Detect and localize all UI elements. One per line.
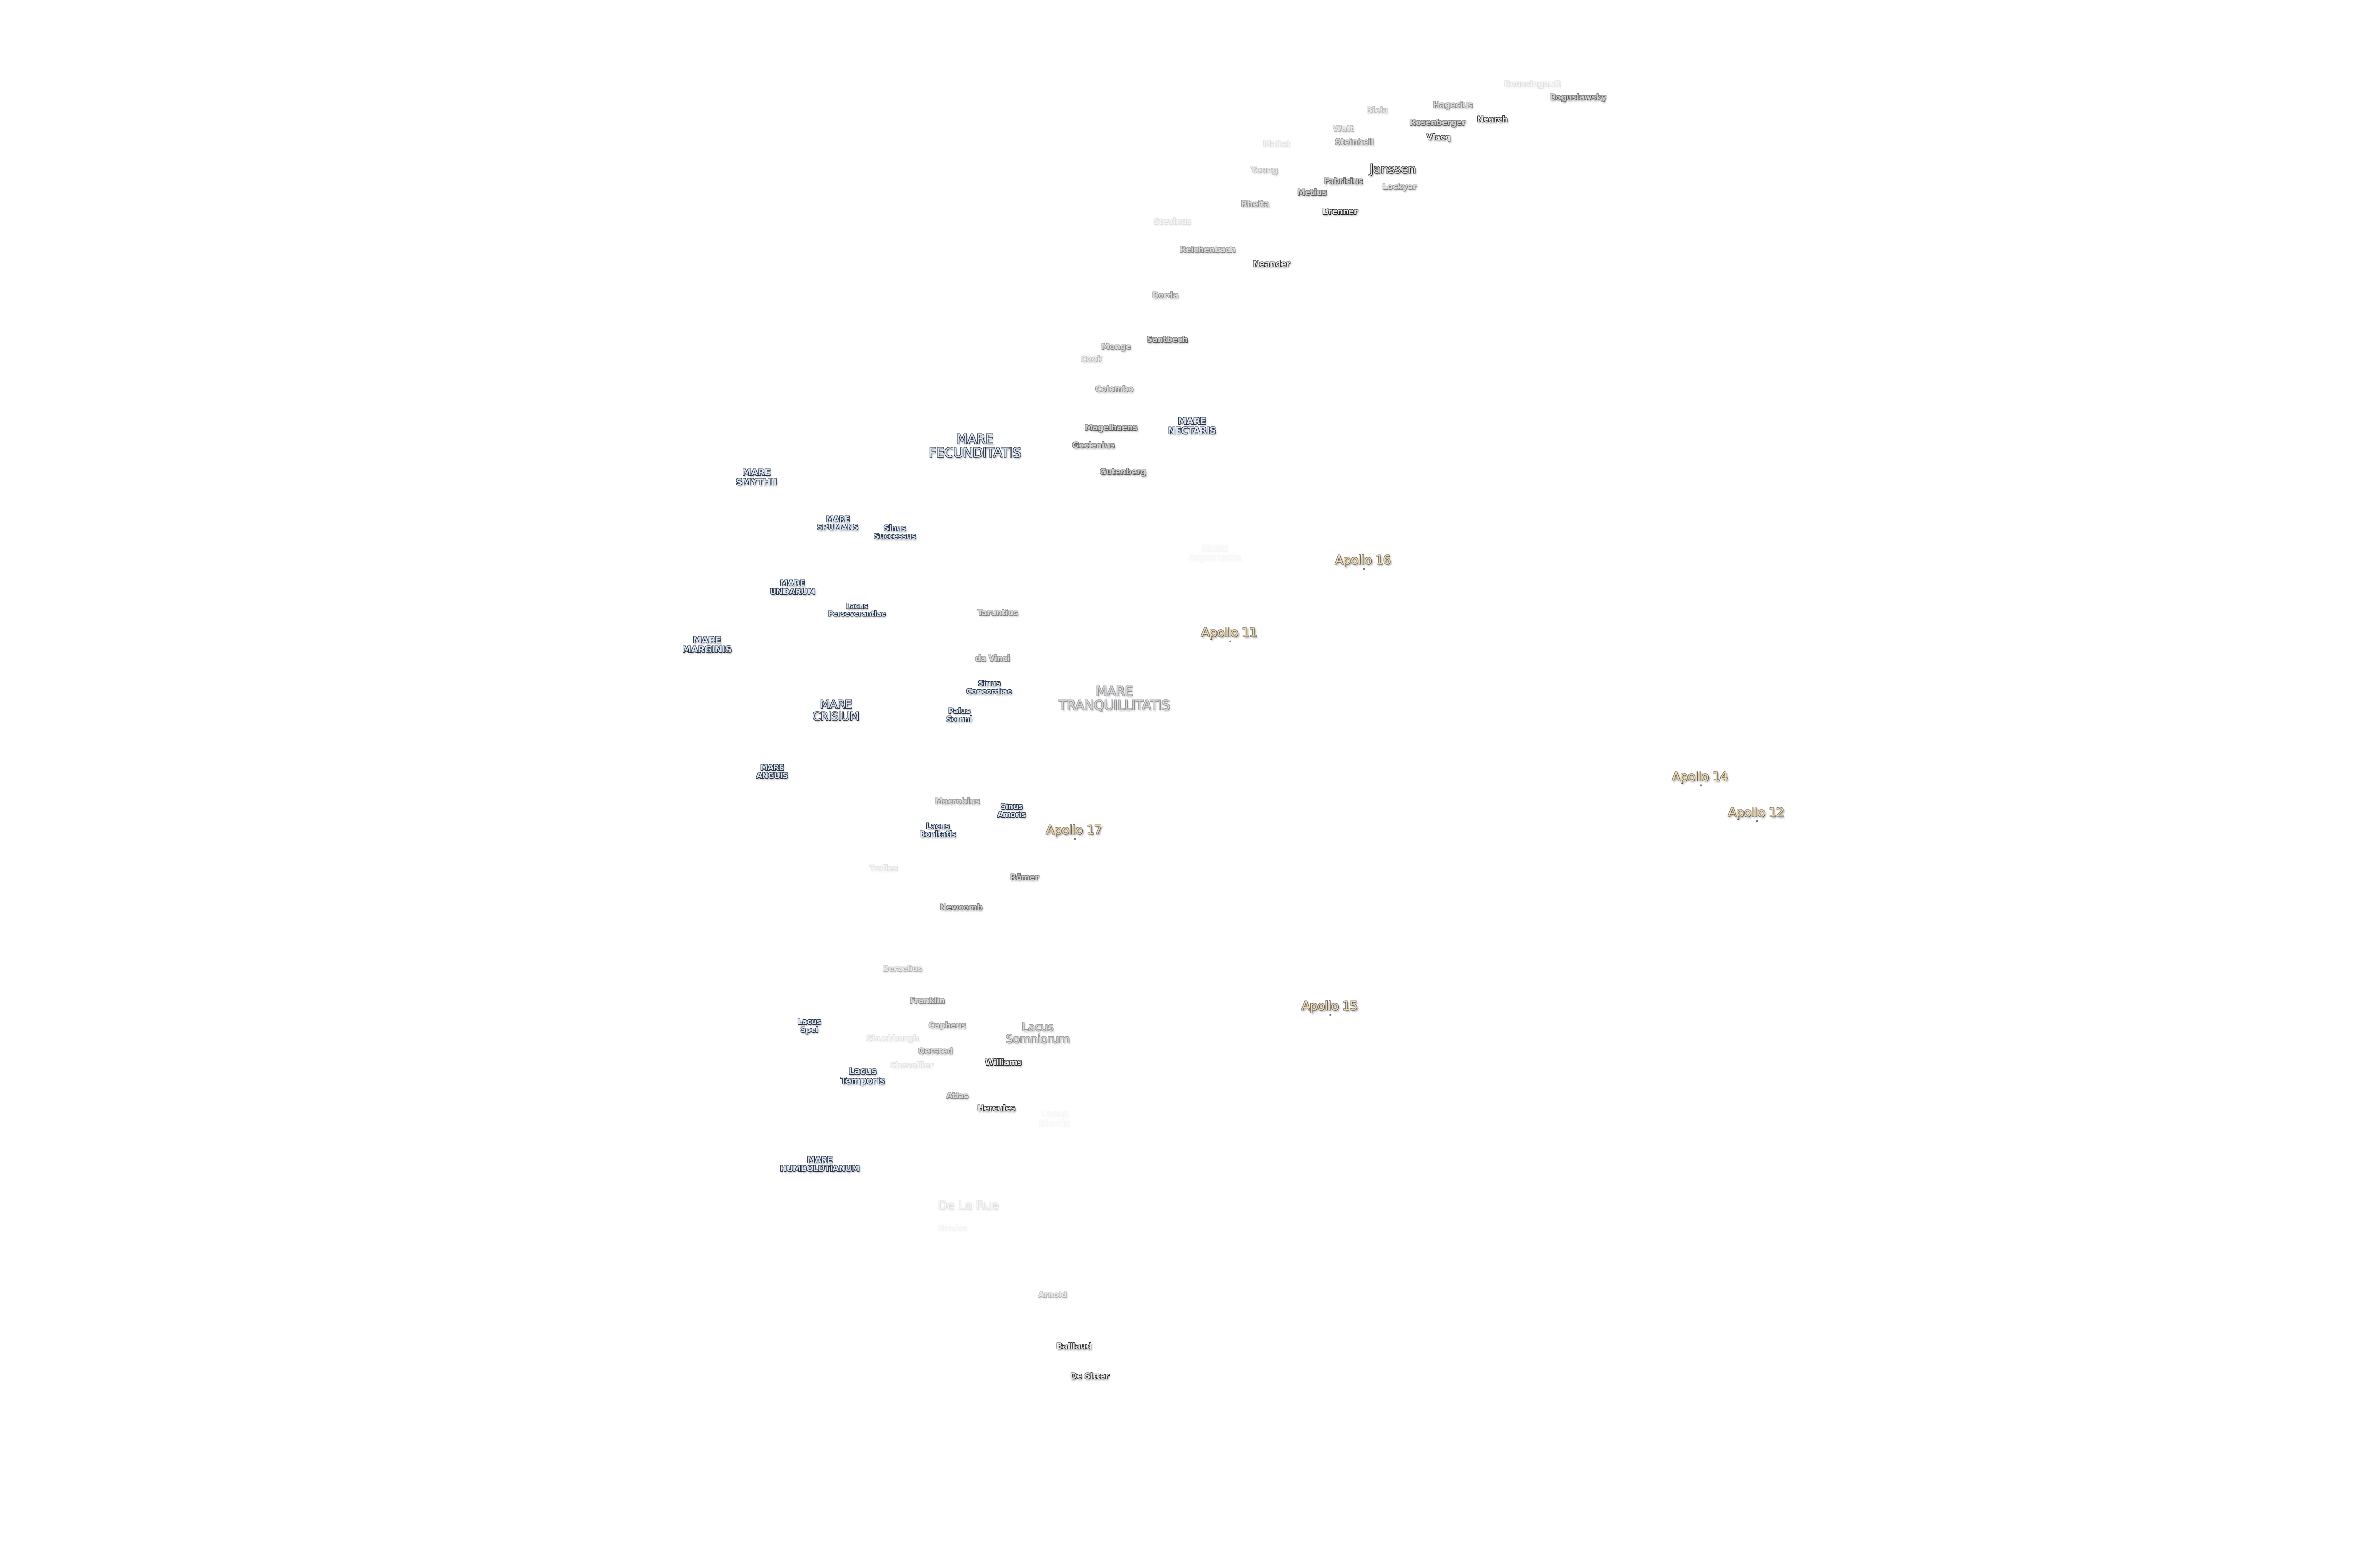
mare-label[interactable]: MARE SMYTHII — [736, 467, 777, 487]
crater-label[interactable]: Cook — [1081, 355, 1102, 365]
apollo-site-label[interactable]: Apollo 12 — [1728, 805, 1784, 822]
crater-label[interactable]: Mallet — [1263, 139, 1290, 149]
crater-label[interactable]: da Vinci — [975, 654, 1010, 664]
crater-label[interactable]: Macrobius — [934, 797, 980, 807]
crater-label[interactable]: Baillaud — [1056, 1342, 1091, 1352]
crater-label[interactable]: Chevallier — [890, 1061, 933, 1071]
crater-label[interactable]: Rheita — [1241, 199, 1269, 209]
crater-label[interactable]: Williams — [985, 1058, 1022, 1068]
crater-label[interactable]: Young — [1250, 166, 1278, 176]
crater-label[interactable]: Oersted — [918, 1047, 953, 1057]
crater-label[interactable]: Newcomb — [940, 903, 982, 913]
crater-label[interactable]: Hercules — [977, 1104, 1015, 1114]
mare-label[interactable]: Lacus Temporis — [840, 1066, 885, 1086]
landing-site-marker-icon — [1229, 640, 1231, 642]
crater-label[interactable]: Shuckburgh — [866, 1034, 919, 1044]
apollo-site-label[interactable]: Apollo 11 — [1201, 625, 1257, 642]
crater-label[interactable]: Römer — [1010, 873, 1039, 883]
landing-site-marker-icon — [1363, 568, 1365, 570]
mare-label[interactable]: MARE ANGUIS — [756, 763, 788, 780]
crater-label[interactable]: Brenner — [1322, 207, 1358, 217]
crater-label[interactable]: Atlas — [946, 1091, 969, 1101]
apollo-site-label[interactable]: Apollo 15 — [1301, 999, 1358, 1016]
crater-label[interactable]: Franklin — [910, 996, 945, 1006]
crater-label[interactable]: Capheus — [928, 1021, 966, 1031]
apollo-site-name: Apollo 11 — [1201, 625, 1257, 640]
crater-label[interactable]: Reichenbach — [1180, 245, 1236, 255]
mare-label[interactable]: MARE MARGINIS — [682, 635, 732, 655]
apollo-site-label[interactable]: Apollo 14 — [1672, 770, 1728, 787]
crater-label[interactable]: Gutenberg — [1100, 467, 1146, 477]
mare-label[interactable]: Lacus Bonitatis — [919, 821, 956, 839]
landing-site-marker-icon — [1756, 820, 1758, 822]
mare-label[interactable]: MARE FECUNDITATIS — [929, 431, 1021, 461]
mare-label[interactable]: Lacus Somniorum — [1006, 1020, 1070, 1046]
mare-label[interactable]: MARE UNDARUM — [770, 579, 815, 597]
crater-label[interactable]: Monge — [1101, 342, 1131, 352]
crater-label[interactable]: Watt — [1333, 124, 1354, 134]
crater-label[interactable]: Lockyer — [1382, 182, 1417, 192]
apollo-site-label[interactable]: Apollo 17 — [1046, 823, 1102, 840]
mare-label[interactable]: Lacus Mortis — [1039, 1109, 1070, 1129]
mare-label[interactable]: Lacus Perseverantiae — [828, 602, 886, 618]
crater-label[interactable]: Berzelius — [883, 964, 922, 974]
apollo-site-label[interactable]: Apollo 16 — [1335, 553, 1391, 570]
crater-label[interactable]: Steinheil — [1335, 138, 1374, 148]
crater-label[interactable]: Vlacq — [1426, 133, 1451, 143]
crater-label[interactable]: Borda — [1152, 291, 1179, 301]
mare-label[interactable]: MARE NECTARIS — [1168, 416, 1216, 436]
crater-label[interactable]: Boussingault — [1504, 79, 1561, 89]
mare-label[interactable]: Sinus Asperitatis — [1188, 543, 1241, 563]
mare-label[interactable]: Palus Somni — [946, 706, 972, 723]
landing-site-marker-icon — [1329, 1014, 1331, 1016]
crater-label[interactable]: Arnold — [1038, 1290, 1067, 1300]
crater-label[interactable]: Magelhaens — [1084, 423, 1138, 433]
mare-label[interactable]: Lacus Spei — [797, 1017, 821, 1034]
crater-label[interactable]: Tralles — [869, 864, 898, 874]
crater-label[interactable]: Biela — [1366, 106, 1388, 116]
mare-label[interactable]: MARE HUMBOLDTIANUM — [780, 1156, 860, 1174]
crater-label[interactable]: Boguslawsky — [1549, 93, 1606, 103]
crater-label[interactable]: Neander — [1253, 259, 1290, 269]
crater-label[interactable]: Stevinus — [1153, 217, 1191, 227]
mare-label[interactable]: Sinus Concordiae — [966, 679, 1012, 696]
landing-site-marker-icon — [1074, 838, 1076, 840]
mare-label[interactable]: Sinus Successus — [873, 524, 916, 541]
mare-label[interactable]: MARE CRISIUM — [813, 697, 859, 723]
crater-label[interactable]: De Sitter — [1070, 1372, 1109, 1382]
apollo-site-name: Apollo 17 — [1046, 823, 1102, 838]
mare-label[interactable]: MARE TRANQUILLITATIS — [1059, 683, 1170, 713]
crater-label[interactable]: Goclenius — [1072, 441, 1115, 451]
crater-label[interactable]: Hagecius — [1433, 100, 1473, 110]
crater-label[interactable]: Nearch — [1477, 115, 1508, 125]
apollo-site-name: Apollo 14 — [1672, 770, 1728, 784]
crater-label[interactable]: Santbech — [1147, 335, 1188, 345]
crater-label[interactable]: Strabo — [937, 1224, 967, 1234]
crater-label[interactable]: De La Rue — [938, 1198, 999, 1213]
crater-label[interactable]: Metius — [1297, 188, 1327, 198]
crater-label[interactable]: Janssen — [1369, 162, 1416, 177]
apollo-site-name: Apollo 12 — [1728, 805, 1784, 820]
landing-site-marker-icon — [1700, 784, 1702, 787]
crater-label[interactable]: Rosenberger — [1409, 118, 1466, 128]
mare-label[interactable]: Sinus Amoris — [997, 802, 1026, 819]
crater-label[interactable]: Colombo — [1095, 385, 1133, 395]
crater-label[interactable]: Taruntius — [977, 608, 1018, 618]
apollo-site-name: Apollo 16 — [1335, 553, 1391, 568]
apollo-site-name: Apollo 15 — [1301, 999, 1358, 1014]
mare-label[interactable]: MARE SPUMANS — [817, 514, 858, 532]
crater-label[interactable]: Fabricius — [1323, 177, 1363, 187]
